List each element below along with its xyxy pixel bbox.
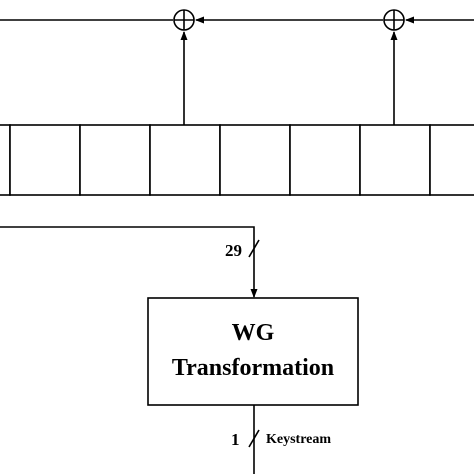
register-cell (9, 124, 81, 196)
wg-transformation-box: WG Transformation (147, 297, 359, 406)
register-cell (79, 124, 151, 196)
output-slash (248, 429, 260, 448)
output-width-label: 1 (231, 430, 240, 449)
state-bus: 29 (0, 226, 260, 298)
register-cell (429, 124, 474, 196)
register-cell (289, 124, 361, 196)
xor-gate-left (173, 9, 195, 31)
register-cell (149, 124, 221, 196)
register-cell (219, 124, 291, 196)
keystream-output: 1 Keystream (231, 405, 331, 474)
wg-box (147, 297, 359, 406)
bus-slash (248, 239, 260, 258)
wg-box-subtitle: Transformation (172, 355, 334, 381)
keystream-label: Keystream (266, 432, 331, 447)
register-cell (359, 124, 431, 196)
xor-gate-right (383, 9, 405, 31)
shift-register (0, 124, 474, 196)
wg-box-title: WG (232, 320, 275, 346)
bus-width-label: 29 (225, 241, 242, 260)
bus-line (0, 226, 258, 298)
register-cell (0, 124, 11, 196)
